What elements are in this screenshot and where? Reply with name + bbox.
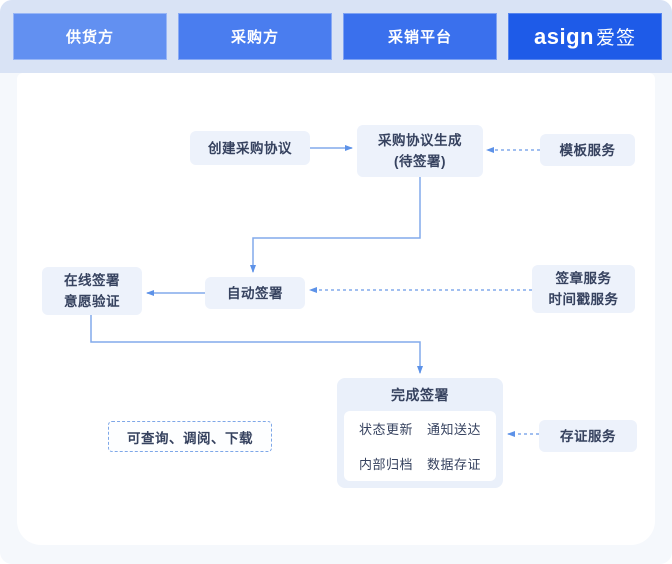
node-agreement-generated-line2: (待签署) xyxy=(394,154,446,169)
node-online-sign-line2: 意愿验证 xyxy=(64,294,120,309)
node-seal-service-line2: 时间戳服务 xyxy=(548,292,619,307)
group-complete-sign: 完成签署 状态更新 通知送达 内部归档 数据存证 xyxy=(337,378,503,488)
node-template-service: 模板服务 xyxy=(540,134,635,166)
node-seal-timestamp-service: 签章服务 时间戳服务 xyxy=(532,265,635,313)
node-online-sign: 在线签署 意愿验证 xyxy=(42,267,142,315)
item-internal-archive: 内部归档 xyxy=(358,457,413,472)
header-tab-platform: 采销平台 xyxy=(343,13,497,60)
group-complete-sign-title: 完成签署 xyxy=(391,386,449,403)
asign-logo: asign 爱签 xyxy=(508,13,662,60)
item-notification-delivery: 通知送达 xyxy=(426,422,481,437)
item-data-evidence: 数据存证 xyxy=(426,457,481,472)
group-complete-sign-items: 状态更新 通知送达 内部归档 数据存证 xyxy=(344,411,496,481)
node-create-agreement: 创建采购协议 xyxy=(190,131,310,165)
logo-brand-text: asign xyxy=(534,23,594,49)
node-online-sign-line1: 在线签署 xyxy=(64,273,120,288)
node-evidence-service: 存证服务 xyxy=(539,420,637,452)
note-query-download: 可查询、调阅、下载 xyxy=(108,421,272,452)
node-seal-service-line1: 签章服务 xyxy=(555,271,612,286)
node-agreement-generated: 采购协议生成 (待签署) xyxy=(357,125,483,177)
header-strip: 供货方 采购方 采销平台 asign 爱签 xyxy=(0,0,672,73)
node-agreement-generated-line1: 采购协议生成 xyxy=(378,133,462,148)
header-tab-supplier: 供货方 xyxy=(13,13,167,60)
logo-suffix-text: 爱签 xyxy=(595,28,636,49)
header-tab-purchaser: 采购方 xyxy=(178,13,332,60)
item-status-update: 状态更新 xyxy=(358,422,413,437)
flow-panel: 创建采购协议 采购协议生成 (待签署) 模板服务 在线签署 意愿验证 自动签署 … xyxy=(17,73,655,545)
node-auto-sign: 自动签署 xyxy=(205,277,305,309)
